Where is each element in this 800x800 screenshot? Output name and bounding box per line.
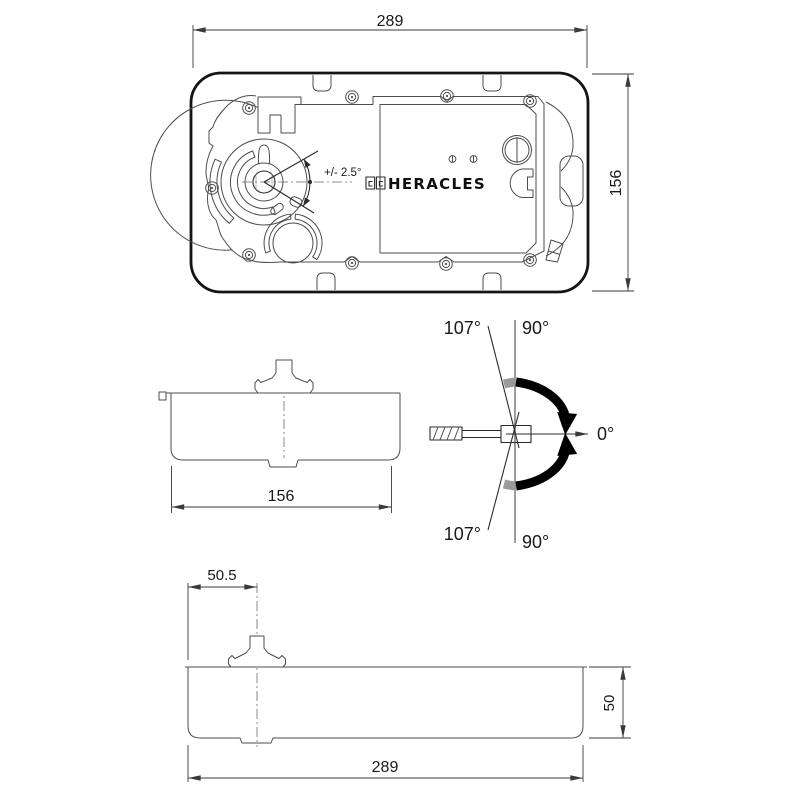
angle-label-90-bottom: 90° (522, 532, 549, 552)
rotation-arrow-bottom (515, 433, 578, 491)
angle-label-90-top: 90° (522, 318, 549, 338)
cam-circle (272, 222, 314, 264)
adjustment-valve (502, 135, 532, 165)
top-view: +/- 2.5° (150, 13, 634, 294)
small-hole (469, 155, 478, 163)
arm-shaft (462, 429, 501, 439)
wedge-line-upper (263, 150, 319, 183)
dimension-label: 156 (268, 488, 295, 505)
angle-label-107-bottom: 107° (444, 524, 481, 544)
bottom-tab-left (316, 272, 336, 290)
dimension-label: 156 (608, 170, 625, 197)
line-107-bottom (487, 411, 520, 531)
front-spindle (254, 359, 314, 394)
mechanism-slot-band-lower-left (209, 158, 235, 224)
dimension-front-width: 156 (171, 466, 392, 513)
casting-outline (205, 95, 281, 264)
dimension-side-length: 289 (187, 745, 584, 782)
right-casting-wave-bottom (545, 186, 574, 257)
hatch-lines (432, 426, 460, 441)
dimension-label: 289 (372, 759, 399, 776)
dimension-side-height: 50 (589, 666, 631, 739)
angle-tolerance-label: +/- 2.5° (324, 167, 362, 179)
plate-pocket-inner-line (379, 104, 537, 254)
rotation-arrow-top (515, 377, 578, 435)
cam-band-right (294, 213, 323, 261)
small-slot-blob (289, 196, 303, 208)
small-hole (448, 155, 457, 163)
dimension-label: 289 (377, 13, 404, 30)
spindle-collar-tongue (257, 144, 271, 165)
angle-label-0: 0° (597, 424, 614, 444)
right-casting-wave-top (545, 101, 574, 172)
dimension-top-width: 289 (192, 13, 588, 68)
dimension-label: 50.5 (207, 567, 236, 584)
line-107-top (487, 325, 520, 449)
side-view: 50.5 50 289 (185, 567, 631, 782)
dimension-label: 50 (601, 695, 618, 712)
arm-hatched-end (429, 426, 463, 441)
side-body-outline (187, 667, 584, 744)
top-view-outer-casing (189, 71, 590, 294)
right-mount-tab (559, 155, 584, 207)
keyhole-cutout (509, 168, 534, 198)
front-left-lug (158, 391, 167, 401)
heracles-logo-mark-icon (365, 176, 386, 190)
dimension-top-height: 156 (592, 73, 634, 292)
plate-top-left-cutout (257, 96, 302, 134)
angle-label-107-top: 107° (444, 318, 481, 338)
brand-logo: HERACLES (365, 175, 486, 193)
corner-nub (545, 239, 564, 263)
casting-bowl-arc (150, 99, 258, 251)
cam-band-left (263, 213, 292, 254)
brand-name: HERACLES (388, 175, 486, 193)
rotation-diagram: 107° 90° 0° 107° 90° (429, 318, 614, 552)
wedge-line-lower (263, 181, 315, 214)
wedge-dot (307, 179, 313, 185)
rotation-arc-top-gray (502, 377, 517, 389)
side-spindle (228, 635, 286, 668)
top-tab-left (312, 75, 332, 92)
bottom-tab-right (482, 272, 502, 290)
dimension-spindle-offset: 50.5 (187, 567, 258, 660)
rotation-arc-bottom-gray (502, 479, 517, 491)
small-slot-pill (270, 202, 284, 216)
top-tab-right (482, 75, 502, 92)
angle-tolerance-callout: +/- 2.5° (263, 150, 362, 214)
mechanism-slot-band (230, 150, 276, 216)
front-view: 156 (158, 359, 401, 513)
front-body-outline (170, 393, 401, 468)
